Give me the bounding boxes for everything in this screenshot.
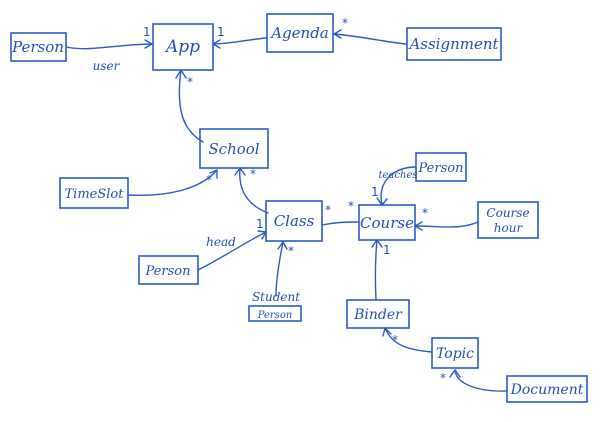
box-course [358,204,416,241]
box-binder [346,299,410,329]
edge-timeslot-school [127,169,218,197]
mult-student-to-class: * [288,244,294,258]
box-app [152,23,214,71]
edge-head-class [197,231,267,271]
arrowhead-class-from-student [277,241,288,250]
edge-person-app [65,43,153,50]
edge-topic-binder [384,327,433,353]
mult-coursehour-to-course: * [422,206,428,220]
edge-label-user: user [93,59,121,73]
edge-assignment-agenda [333,33,407,45]
node-student-role: Student [252,290,300,304]
mult-topic-to-binder: * [392,333,398,347]
box-person-teaches [415,152,467,182]
box-student-type [248,305,302,322]
box-school [199,128,269,169]
node-assignment: Assignment [407,35,499,53]
box-agenda [266,13,334,53]
node-student-type: Person [257,310,293,321]
mult-school-to-app: * [187,75,193,89]
box-course-hour [477,201,539,239]
box-document [506,375,588,403]
box-assignment [406,27,502,61]
node-person-head: Person [145,264,191,279]
mult-head-to-class: 1 [256,217,264,231]
mult-class-to-course-a: * [325,203,331,217]
edge-agenda-app [212,37,267,45]
edge-class-school [239,167,269,214]
arrowhead-topic-from-document [449,369,461,378]
mult-document-to-topic: * [440,371,446,385]
edge-binder-course [374,239,378,301]
edge-student-class [275,241,284,297]
edge-coursehour-course [414,221,479,228]
node-course-hour-line1: Course [486,206,529,220]
mult-class-to-course-b: * [348,199,354,213]
box-person-top [10,32,67,62]
mult-teaches-to-course: 1 [371,185,379,199]
arrowhead-school-from-timeslot [209,169,218,179]
mult-binder-to-course: 1 [383,243,391,257]
node-topic: Topic [436,346,474,362]
node-document: Document [510,382,584,398]
node-person-top: Person [11,38,64,56]
node-school: School [208,140,259,158]
box-class [265,200,323,242]
node-binder: Binder [353,307,403,323]
node-app: App [164,37,200,57]
box-timeslot [59,177,129,209]
edge-document-topic [454,369,508,392]
node-agenda: Agenda [269,24,329,42]
node-course: Course [360,214,414,232]
arrowhead-app-from-person [144,39,153,49]
mult-timeslot-to-school: * [206,173,212,187]
node-class: Class [274,212,315,230]
node-course-hour-line2: hour [494,221,524,235]
edge-label-teaches: teaches [379,170,418,181]
edge-school-app [178,69,204,143]
box-topic [431,337,479,369]
node-timeslot: TimeSlot [65,187,125,202]
mult-app-from-person: 1 [143,25,151,39]
mult-agenda-to-app: 1 [217,25,225,39]
edge-class-course [321,221,360,226]
edge-teaches-course [380,166,417,206]
mult-assignment-to-agenda: * [342,16,348,30]
arrowhead-agenda-from-assignment [333,29,342,39]
edge-label-head: head [206,235,236,249]
mult-class-to-school: * [250,167,256,181]
node-person-teaches: Person [418,161,464,176]
box-person-head [138,255,199,285]
